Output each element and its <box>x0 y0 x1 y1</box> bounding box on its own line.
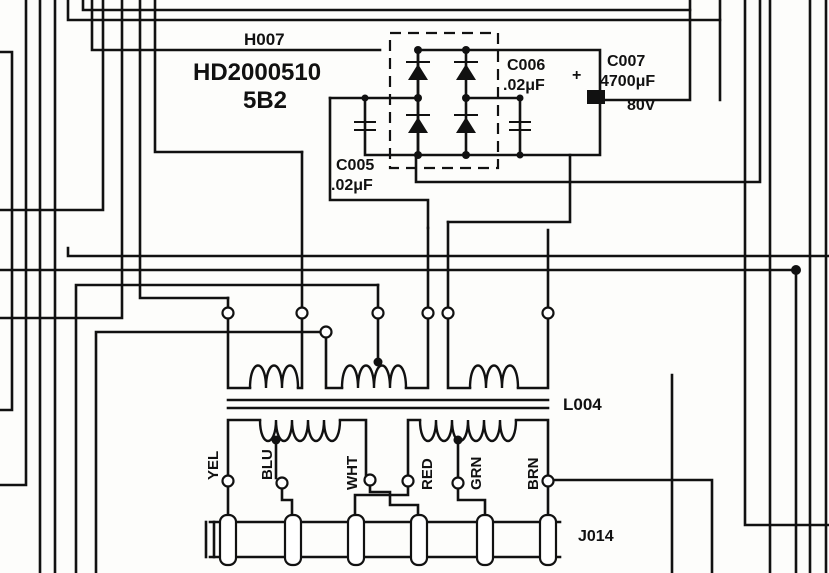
capacitor-c006 <box>509 121 531 131</box>
module-grid-label: 5B2 <box>243 87 287 114</box>
transformer-l004 <box>221 150 572 490</box>
c005-value-label: .02μF <box>331 177 373 194</box>
wire-label-yel: YEL <box>205 451 222 480</box>
connector-ref-label: J014 <box>578 528 614 545</box>
c007-voltage-label: 80V <box>627 97 656 114</box>
c007-value-label: 4700μF <box>600 73 655 90</box>
wire-label-wht: WHT <box>344 456 361 490</box>
wire-label-blu: BLU <box>259 449 276 480</box>
wire-label-red: RED <box>419 458 436 490</box>
wire-color-labels: YEL BLU WHT RED GRN BRN <box>205 449 542 490</box>
c005-ref-label: C005 <box>336 157 374 174</box>
capacitor-c005 <box>354 121 376 131</box>
diode-d4 <box>454 114 478 133</box>
transformer-ref-label: L004 <box>563 395 602 414</box>
diode-d1 <box>406 61 430 80</box>
c007-polarity-label: + <box>572 67 581 84</box>
c007-ref-label: C007 <box>607 53 645 70</box>
wire-label-brn: BRN <box>525 458 542 491</box>
bridge-rectifier-h007 <box>328 31 605 230</box>
c006-ref-label: C006 <box>507 57 545 74</box>
capacitor-c007 <box>587 90 605 104</box>
module-part-label: HD2000510 <box>193 59 321 86</box>
wire-label-grn: GRN <box>468 457 485 490</box>
diode-d3 <box>454 61 478 80</box>
c006-value-label: .02μF <box>503 77 545 94</box>
diode-d2 <box>406 114 430 133</box>
module-ref-label: H007 <box>244 30 285 49</box>
connector-j014 <box>204 484 562 567</box>
